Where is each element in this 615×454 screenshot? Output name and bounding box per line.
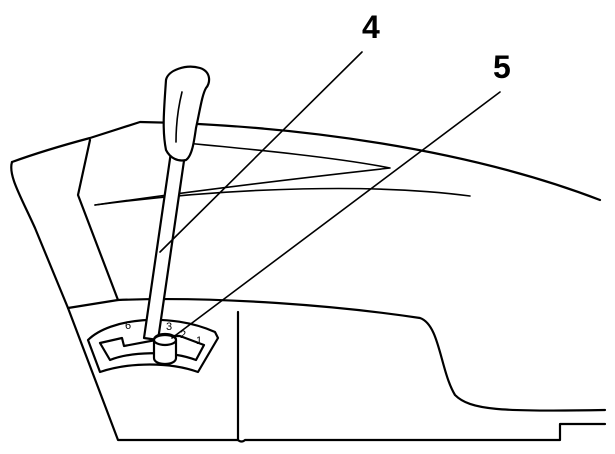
scale-mark-6: 6 [125,320,131,332]
leader-line-4 [159,51,363,253]
machine-body-left-edge [10,160,240,442]
base-edge [236,422,607,443]
screwdriver-handle-highlight [175,91,183,143]
machine-body-outline [10,120,602,202]
adjustment-screw-top [152,333,178,347]
leader-line-5 [171,91,501,339]
housing-contour-upper [76,138,120,302]
lower-panel-outline [66,298,607,412]
screwdriver-handle [162,65,211,162]
scale-mark-3: 3 [166,321,172,333]
housing-contour-line-b [94,187,471,206]
scale-mark-1: 1 [196,335,202,347]
callout-5: 5 [493,49,511,85]
callout-4: 4 [362,9,380,45]
screwdriver-shaft [142,143,188,342]
scale-mark-2: 2 [180,329,186,341]
housing-contour-line-a [94,142,391,206]
